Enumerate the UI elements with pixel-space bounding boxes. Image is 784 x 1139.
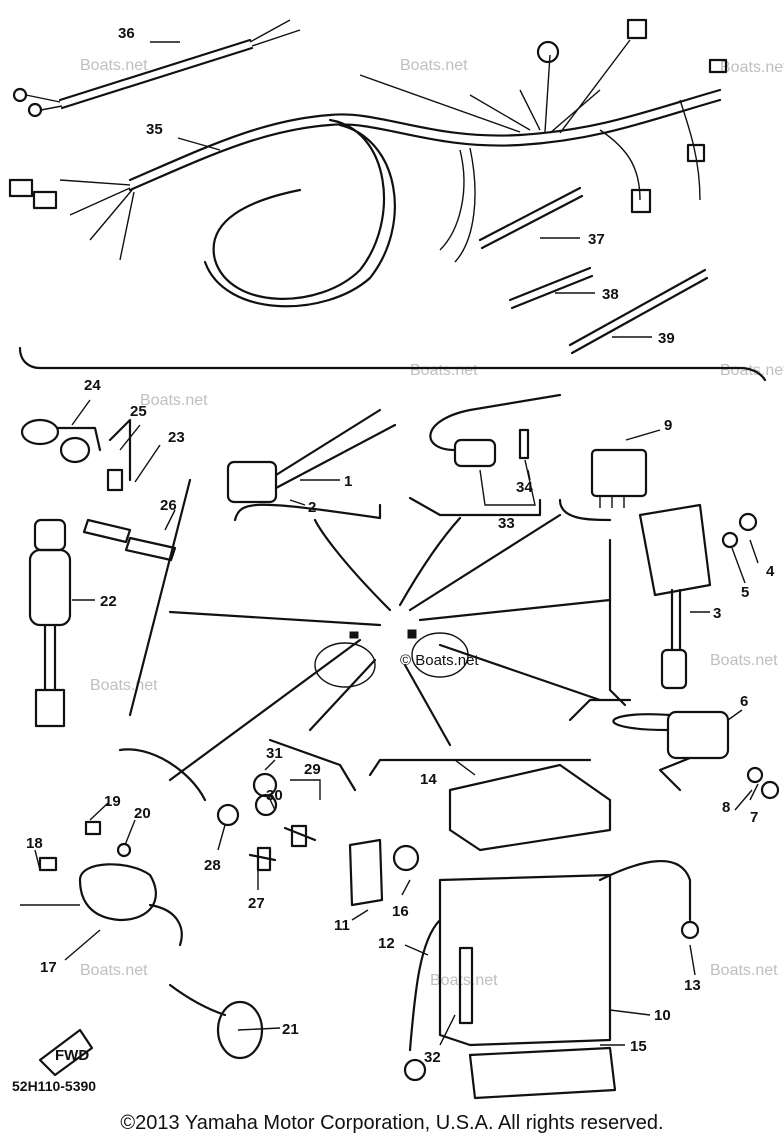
callout-8: 8	[722, 799, 730, 816]
starter-relay	[612, 710, 780, 800]
copyright-notice: ©2013 Yamaha Motor Corporation, U.S.A. A…	[120, 1112, 664, 1134]
diagram-code: 52H110-5390	[12, 1078, 97, 1094]
watermark: Boats.net	[720, 59, 784, 76]
watermark: Boats.net	[80, 962, 148, 979]
watermark: Boats.net	[430, 972, 498, 989]
callout-15: 15	[630, 1038, 647, 1055]
callout-19: 19	[104, 793, 121, 810]
callout-36: 36	[118, 25, 135, 42]
callout-29: 29	[304, 761, 321, 778]
callout-21: 21	[282, 1021, 299, 1038]
callout-24: 24	[84, 377, 101, 394]
bolts	[38, 820, 132, 872]
callout-33: 33	[498, 515, 515, 532]
callout-12: 12	[378, 935, 395, 952]
callout-22: 22	[100, 593, 117, 610]
callout-13: 13	[684, 977, 701, 994]
callout-14: 14	[420, 771, 437, 788]
callout-30: 30	[266, 787, 283, 804]
cable-bands	[478, 186, 709, 355]
sub-harness	[12, 19, 301, 118]
watermark: Boats.net	[710, 652, 778, 669]
callout-34: 34	[516, 479, 533, 496]
grommet	[392, 844, 420, 872]
fwd-label: FWD	[55, 1047, 89, 1064]
callout-25: 25	[130, 403, 147, 420]
fwd-arrow: FWD	[38, 1028, 94, 1077]
main-switch	[28, 518, 72, 728]
connection-lines	[168, 513, 612, 782]
watermark: Boats.net	[410, 362, 478, 379]
callout-4: 4	[766, 563, 775, 580]
callout-37: 37	[588, 231, 605, 248]
callout-26: 26	[160, 497, 177, 514]
watermark: Boats.net	[80, 57, 148, 74]
part-callouts: 36 35 37 38 39 1 2 3 4 5 6 7 8 9 10 11 1…	[26, 25, 775, 1066]
callout-7: 7	[750, 809, 758, 826]
callout-23: 23	[168, 429, 185, 446]
callout-10: 10	[654, 1007, 671, 1024]
wire-harness	[8, 18, 728, 308]
watermark: Boats.net	[90, 677, 158, 694]
callout-6: 6	[740, 693, 748, 710]
callout-39: 39	[658, 330, 675, 347]
ignition-coil	[20, 863, 264, 1060]
battery-pad	[468, 1046, 617, 1100]
callout-32: 32	[424, 1049, 441, 1066]
callout-3: 3	[713, 605, 721, 622]
callout-28: 28	[204, 857, 221, 874]
starter-relay-switch	[226, 408, 397, 504]
watermark: Boats.net	[710, 962, 778, 979]
watermark: Boats.net	[140, 392, 208, 409]
rectifier-regulator	[638, 503, 758, 690]
battery	[403, 763, 700, 1082]
callout-16: 16	[392, 903, 409, 920]
neutral-switch	[20, 418, 132, 492]
callout-31: 31	[266, 745, 283, 762]
callout-18: 18	[26, 835, 43, 852]
watermark: Boats.net	[400, 57, 468, 74]
callout-20: 20	[134, 805, 151, 822]
oil-switch	[216, 772, 317, 872]
relay	[590, 448, 648, 508]
callout-38: 38	[602, 286, 619, 303]
callout-5: 5	[741, 584, 749, 601]
cover-sheet	[348, 838, 384, 907]
center-watermark: © Boats.net	[400, 652, 479, 669]
callout-17: 17	[40, 959, 57, 976]
callout-11: 11	[334, 917, 350, 934]
fuse-holder	[429, 393, 562, 468]
label-plates	[82, 518, 177, 562]
callout-1: 1	[344, 473, 352, 490]
callout-27: 27	[248, 895, 265, 912]
callout-2: 2	[308, 499, 316, 516]
callout-35: 35	[146, 121, 163, 138]
callout-9: 9	[664, 417, 672, 434]
